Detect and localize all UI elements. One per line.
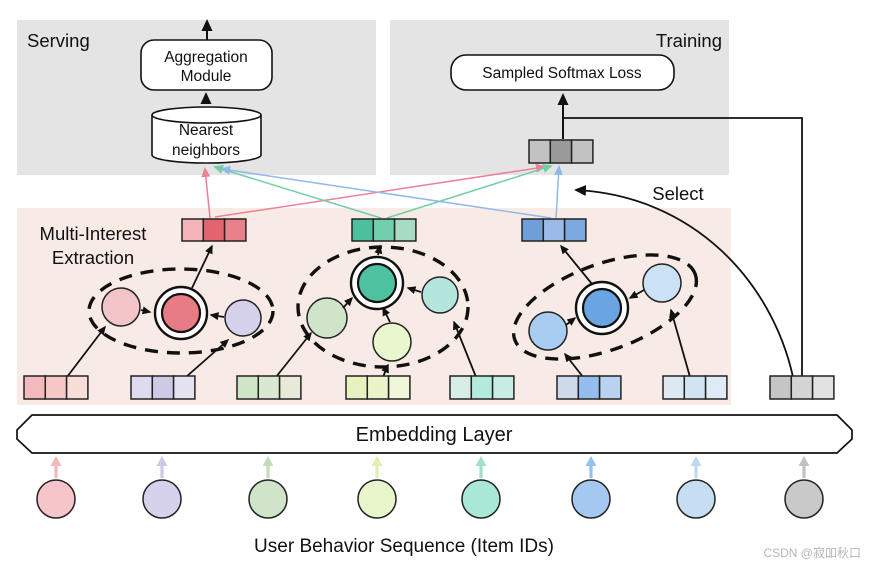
multi-interest-label-line2: Extraction [52, 247, 134, 268]
item-embedding-5 [449, 375, 515, 400]
item7-to-cluster-arrow [669, 308, 691, 378]
blue-to-serving-arrow [220, 165, 552, 219]
red-capsule-to-embedding-arrow [191, 244, 213, 289]
item-embedding-3 [236, 375, 302, 400]
item-circles [36, 479, 824, 519]
item-embedding-7 [662, 375, 728, 400]
item-embedding-2 [130, 375, 196, 400]
item3-to-cluster-arrow [275, 331, 312, 378]
training-target-embedding [528, 139, 594, 164]
green-capsule-to-embedding-arrow [374, 244, 383, 256]
green-capsule-circle [356, 262, 398, 304]
item-embedding-6 [556, 375, 622, 400]
blue-capsule-circle [581, 287, 623, 329]
nearest-neighbors-cylinder: Nearest neighbors [151, 106, 262, 164]
item-circle-6 [571, 479, 611, 519]
blue-cluster [528, 244, 691, 378]
red-cluster-item-circle-2 [224, 299, 262, 337]
item-circle-8 [784, 479, 824, 519]
item4-to-cluster-arrow [381, 363, 389, 378]
item-input-arrows [50, 456, 810, 478]
watermark: CSDN @寂吅秋口 [763, 545, 861, 560]
serving-label: Serving [27, 30, 90, 51]
nearest-neighbors-label-line1: Nearest [179, 122, 234, 139]
user-behavior-label: User Behavior Sequence (Item IDs) [254, 536, 554, 557]
item5-to-cluster-arrow [453, 320, 477, 378]
sampled-softmax-loss-box [450, 54, 675, 91]
aggregation-module-box [140, 39, 273, 91]
lightblue-to-capsule-arrow [628, 289, 645, 299]
pink-to-capsule-arrow [140, 306, 152, 315]
item6-to-cluster-arrow [564, 352, 584, 378]
green-to-serving-arrow [213, 165, 382, 219]
sampled-softmax-loss-label: Sampled Softmax Loss [482, 65, 642, 82]
training-label: Training [656, 30, 722, 51]
aggregation-module-label-line2: Module [181, 68, 232, 85]
green-cluster-item-circle-1 [306, 297, 348, 339]
blue-to-training-arrow [554, 165, 564, 219]
green-cluster-item-circle-2 [372, 322, 412, 362]
lavender-to-capsule-arrow [209, 312, 225, 321]
interest-embedding-green [351, 218, 417, 242]
item-embedding-8-target [769, 375, 835, 400]
item2-to-cluster-arrow [185, 339, 230, 378]
lightteal-to-capsule-arrow [406, 286, 422, 295]
item-embedding-4 [345, 375, 411, 400]
item-embedding-1 [23, 375, 89, 400]
red-cluster-item-circle-1 [101, 287, 141, 327]
embedding-layer-box [16, 414, 853, 454]
green-cluster-item-circle-3 [421, 276, 459, 314]
red-cluster [66, 244, 262, 378]
lightgreen-to-capsule-arrow [342, 296, 354, 309]
yellowgreen-to-capsule-arrow [382, 306, 391, 323]
blue-capsule-to-embedding-arrow [560, 244, 593, 285]
target-to-loss-wire [563, 117, 803, 377]
medblue-to-capsule-arrow [565, 317, 577, 326]
red-capsule-circle [160, 292, 202, 334]
interest-embedding-red [181, 218, 247, 242]
select-arrow [574, 185, 794, 378]
interest-routing-arrows [201, 163, 564, 219]
select-label: Select [652, 183, 703, 204]
nearest-neighbors-label-line2: neighbors [172, 142, 240, 159]
green-cluster [275, 244, 477, 378]
green-to-training-arrow [386, 164, 553, 219]
interest-embedding-blue [521, 218, 587, 242]
item1-to-cluster-arrow [66, 325, 106, 378]
blue-cluster-item-circle-2 [642, 263, 682, 303]
item-circle-5 [461, 479, 501, 519]
multi-interest-label-line1: Multi-Interest [40, 223, 147, 244]
embedding-layer-label: Embedding Layer [356, 424, 513, 446]
aggregation-module-label-line1: Aggregation [164, 49, 248, 66]
cluster-ellipse-blue [511, 253, 699, 361]
blue-cluster-item-circle-1 [528, 311, 568, 351]
item-circle-1 [36, 479, 76, 519]
item-circle-4 [357, 479, 397, 519]
item-circle-3 [248, 479, 288, 519]
red-to-serving-arrow [201, 167, 211, 219]
item-circle-7 [676, 479, 716, 519]
cluster-ellipse-red [87, 267, 275, 355]
item-circle-2 [142, 479, 182, 519]
